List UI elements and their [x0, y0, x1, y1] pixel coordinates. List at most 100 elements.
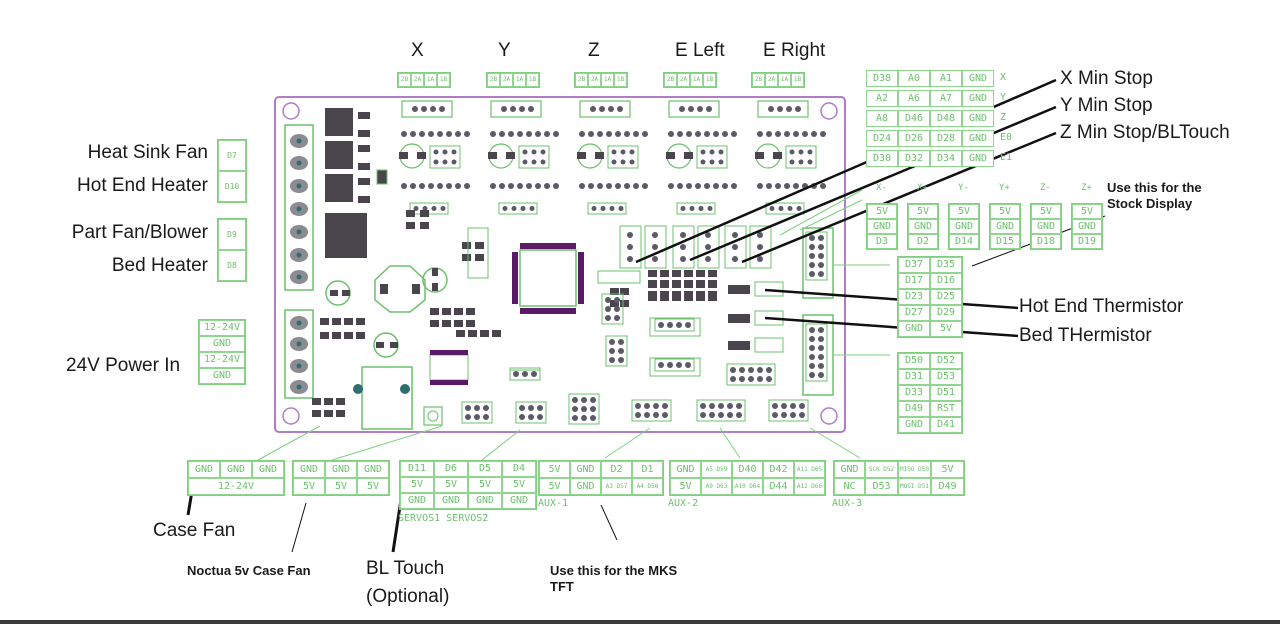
- header-pin: [502, 206, 508, 211]
- header-pin: [653, 412, 659, 418]
- smd: [610, 300, 619, 307]
- header-pin: [818, 363, 824, 369]
- smd: [480, 330, 489, 337]
- smd: [492, 330, 501, 337]
- endstop-column-header: Y+: [999, 183, 1010, 193]
- resistor: [672, 270, 681, 277]
- aux4-pin: D17: [898, 273, 930, 289]
- stepper-pin: 2B: [575, 73, 588, 87]
- aux2-pin: A11 D65: [794, 461, 825, 478]
- smd: [358, 145, 370, 152]
- servo-pin: 5V: [400, 477, 434, 493]
- header-pin: [730, 376, 736, 382]
- smd: [620, 300, 629, 307]
- driver-pin: [535, 183, 541, 189]
- label-case-fan: Case Fan: [153, 520, 236, 541]
- driver-pin: [820, 183, 826, 189]
- header-pin: [474, 405, 480, 411]
- mosfet: [325, 108, 353, 136]
- aux1-pin: A4 D58: [632, 478, 663, 495]
- jumper-block: [607, 145, 639, 169]
- header-pin: [679, 106, 685, 112]
- driver-pin: [419, 131, 425, 137]
- servo-pin: 5V: [502, 477, 536, 493]
- socket-pin: [627, 244, 633, 250]
- header-pin: [609, 348, 615, 354]
- smd: [324, 398, 333, 405]
- servo-pin: D5: [468, 461, 502, 477]
- header-pin: [778, 206, 784, 211]
- smd: [666, 152, 675, 159]
- driver-pin: [446, 183, 452, 189]
- driver-pin: [615, 183, 621, 189]
- header-pin: [818, 244, 824, 250]
- stepper-pin: 2A: [765, 73, 778, 87]
- header-pin: [618, 206, 624, 211]
- header-pin: [818, 336, 824, 342]
- terminal-screw-center: [296, 341, 302, 347]
- aux4-pin: GND: [898, 321, 930, 337]
- header-pin: [818, 271, 824, 277]
- usb-mount: [400, 384, 410, 394]
- header-block: [654, 318, 695, 332]
- header-pin: [644, 412, 650, 418]
- stepper-pin: 1B: [437, 73, 450, 87]
- driver-pin: [437, 183, 443, 189]
- mcu-pins-top: [520, 243, 576, 249]
- leader-y-min: [689, 105, 1057, 262]
- aux4-pin: D53: [930, 369, 962, 385]
- fan-5v-pin: 5V: [325, 478, 357, 495]
- smd: [595, 152, 604, 159]
- jumper-pin: [807, 159, 813, 165]
- mosfet-pin: D8: [218, 250, 246, 281]
- inductor-pad: [412, 284, 420, 294]
- driver-pin: [784, 183, 790, 189]
- header-pin: [658, 362, 664, 368]
- resistor: [696, 270, 705, 277]
- smd: [442, 308, 451, 315]
- resistor: [708, 291, 717, 301]
- label-y-min-stop: Y Min Stop: [1060, 95, 1153, 116]
- header-pin: [421, 106, 427, 112]
- mount-hole: [820, 407, 838, 425]
- smd: [454, 320, 463, 327]
- driver-pin: [526, 131, 532, 137]
- header-pin: [513, 371, 519, 377]
- driver-pin: [615, 131, 621, 137]
- smd: [320, 318, 329, 325]
- smd: [324, 410, 333, 417]
- header-pin: [769, 206, 775, 211]
- aux4-pin: D49: [898, 401, 930, 417]
- driver-pin: [437, 131, 443, 137]
- endstop-column-pin: 5V: [1072, 204, 1102, 219]
- header-pin: [818, 253, 824, 259]
- socket-pin: [680, 232, 686, 238]
- header-pin: [581, 406, 587, 412]
- stepper-pin: 2A: [588, 73, 601, 87]
- aux1-pin: GND: [570, 478, 601, 495]
- stepper-pin: 2B: [487, 73, 500, 87]
- usb-mount: [353, 384, 363, 394]
- endstop-pin: A1: [930, 70, 962, 87]
- ic-pins: [430, 350, 468, 355]
- mosfet-pin: D10: [218, 171, 246, 202]
- jumper-pin: [629, 149, 635, 155]
- smd: [432, 268, 438, 276]
- stepper-pin: 1B: [614, 73, 627, 87]
- header-pin: [736, 403, 742, 409]
- endstop-column-pin: 5V: [990, 204, 1020, 219]
- aux4-pin: D52: [930, 353, 962, 369]
- header-pin: [520, 206, 526, 211]
- header-pin: [676, 322, 682, 328]
- driver-pin: [677, 131, 683, 137]
- jumper-pin: [611, 159, 617, 165]
- jumper-block: [518, 145, 550, 169]
- jumper-pin: [718, 149, 724, 155]
- jumper-block: [696, 145, 728, 169]
- driver-pin: [588, 183, 594, 189]
